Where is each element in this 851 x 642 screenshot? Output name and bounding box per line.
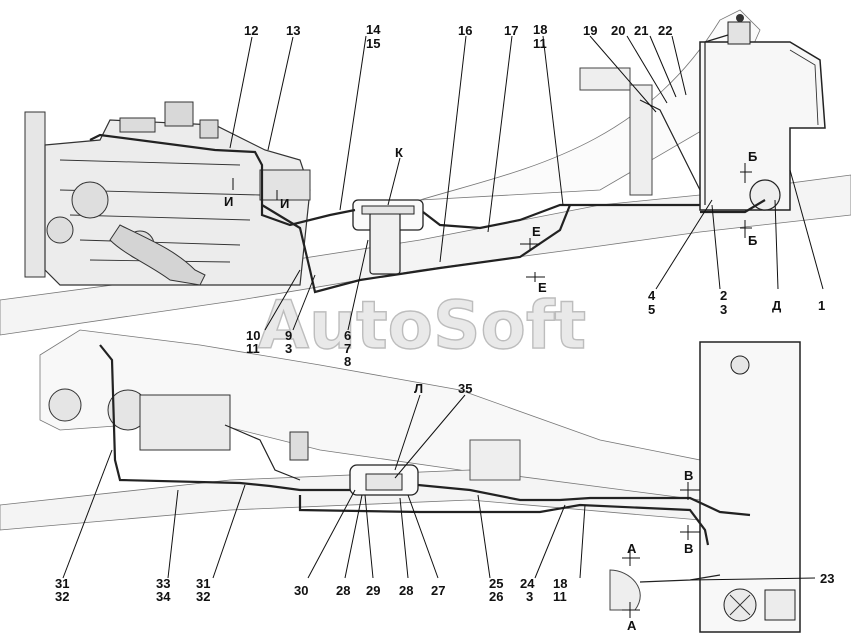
callout-26: 26 [489,589,503,604]
callout-18-bottom: 18 [553,576,567,591]
callout-11-top: 11 [533,36,547,51]
callout-19: 19 [583,23,597,38]
callout-l: Л [414,381,423,396]
callout-22: 22 [658,23,672,38]
callout-b-top: Б [748,149,757,164]
callout-32-right: 32 [196,589,210,604]
top-assembly [0,9,851,336]
callout-31-right: 31 [196,576,210,591]
callout-11-bottom: 11 [553,589,567,604]
leader-lines [62,35,824,618]
bottom-assembly [0,329,801,633]
callout-9: 9 [285,328,292,343]
callout-23: 23 [820,571,834,586]
callout-29: 29 [366,583,380,598]
callout-v-top: В [684,468,693,483]
callout-11-mid: 11 [246,341,260,356]
fuel-filter-k [352,199,424,275]
callout-b-bottom: Б [748,233,757,248]
callout-17: 17 [504,23,518,38]
callout-15: 15 [366,36,380,51]
callout-5: 5 [648,302,655,317]
callout-a-top: А [627,541,637,556]
callout-28-right: 28 [399,583,413,598]
callout-34: 34 [156,589,171,604]
callout-6: 6 [344,328,351,343]
callout-e-upper: Е [532,224,541,239]
callout-14: 14 [366,22,381,37]
callout-8: 8 [344,354,351,369]
callout-7: 7 [344,341,351,356]
callout-35: 35 [458,381,472,396]
callout-v-bottom: В [684,541,693,556]
engine-bottom [48,388,521,481]
callout-21: 21 [634,23,648,38]
engine-top [24,101,311,286]
callout-3-top: 3 [720,302,727,317]
callout-k: К [395,145,403,160]
frame-rail [0,174,851,336]
callout-labels: 12 13 14 15 16 17 18 11 19 20 21 22 К И … [55,22,834,633]
callout-4: 4 [648,288,656,303]
callout-12: 12 [244,23,258,38]
fuel-filter-l [349,464,419,496]
fuel-tank-top [579,14,826,211]
callout-27: 27 [431,583,445,598]
callout-d: Д [772,298,782,313]
fuel-lines-bottom [99,344,751,546]
callout-i-right: И [280,196,289,211]
callout-32-left: 32 [55,589,69,604]
callout-a-bottom: А [627,618,637,633]
callout-i-left: И [224,194,233,209]
callout-16: 16 [458,23,472,38]
callout-24: 24 [520,576,535,591]
callout-20: 20 [611,23,625,38]
callout-25: 25 [489,576,503,591]
callout-31-left: 31 [55,576,69,591]
callout-3-mid: 3 [285,341,292,356]
callout-30: 30 [294,583,308,598]
fuel-tank-bottom [609,341,801,633]
callout-13: 13 [286,23,300,38]
fuel-lines-top [89,34,766,294]
callout-10: 10 [246,328,260,343]
callout-2: 2 [720,288,727,303]
callout-1: 1 [818,298,825,313]
callout-3-bottom: 3 [526,589,533,604]
callout-28-left: 28 [336,583,350,598]
watermark: AutoSoft [258,287,586,364]
cab-silhouette [419,9,761,201]
callout-18-top: 18 [533,22,547,37]
callout-33: 33 [156,576,170,591]
callout-e-lower: Е [538,280,547,295]
